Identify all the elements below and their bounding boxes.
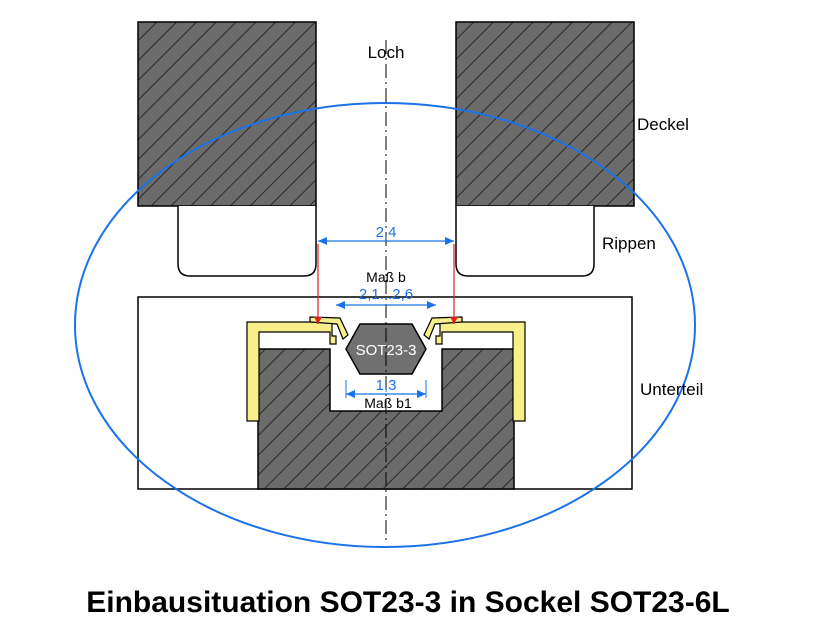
rib-left: [177, 206, 317, 277]
dimension-b: Maß b 2,1...2,6: [336, 269, 436, 309]
label-lid: Deckel: [637, 115, 689, 134]
dimension-b-value: 2,1...2,6: [359, 286, 413, 303]
ribs: [177, 206, 595, 277]
dimension-b1-value: 1,3: [376, 377, 397, 394]
contact-springs: [246, 321, 526, 422]
dimension-b1-name: Maß b1: [364, 395, 412, 411]
contact-left: [246, 321, 337, 422]
chip-body: [345, 323, 427, 375]
red-pointers: [314, 244, 458, 324]
dimension-2-4: 2,4: [318, 224, 454, 245]
dimension-b1: 1,3 Maß b1: [345, 377, 427, 411]
highlight-ellipse: [74, 102, 696, 548]
label-hole: Loch: [368, 43, 405, 62]
contact-right: [435, 321, 526, 422]
label-ribs: Rippen: [602, 234, 656, 253]
dimension-b-name: Maß b: [366, 269, 406, 285]
rib-right: [455, 206, 595, 277]
dimension-2-4-value: 2,4: [376, 224, 397, 241]
label-base: Unterteil: [640, 380, 703, 399]
chip-label: SOT23-3: [356, 342, 417, 359]
caption: Einbausituation SOT23-3 in Sockel SOT23-…: [86, 586, 729, 619]
